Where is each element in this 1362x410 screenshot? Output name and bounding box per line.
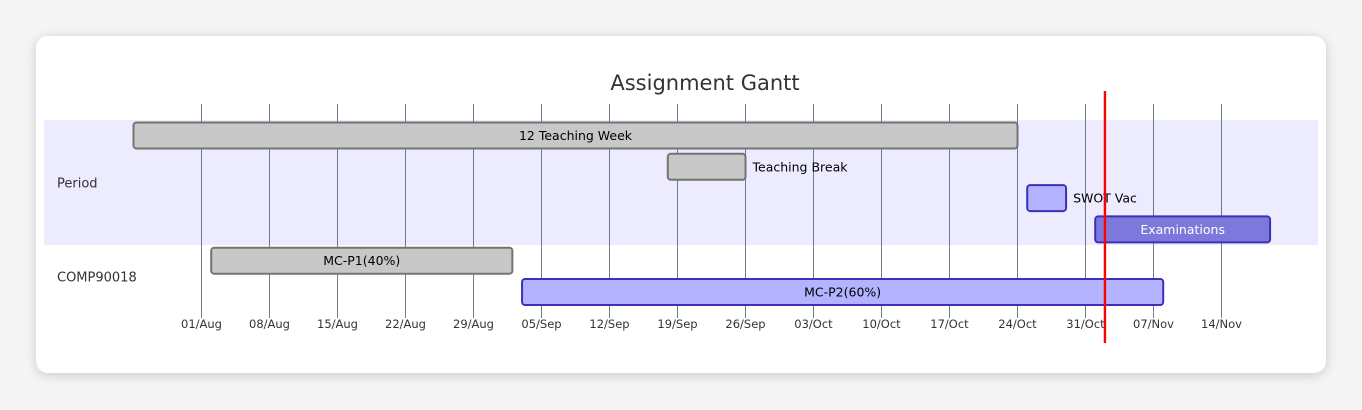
tick-label: 19/Sep [657,317,697,331]
task-label: Teaching Break [752,159,849,174]
task-bar[interactable] [1094,215,1272,244]
task-label: MC-P2(60%) [804,285,881,300]
tick-label: 22/Aug [385,317,426,331]
task-bar[interactable] [666,152,747,181]
tick-label: 07/Nov [1133,317,1174,331]
tick-label: 14/Nov [1201,317,1242,331]
gantt-chart: 01/Aug 08/Aug 15/Aug 22/Aug 29/Aug 05/Sep 12/S… [44,71,1318,343]
task-bar[interactable] [1026,184,1068,213]
task-label: 12 Teaching Week [519,128,633,143]
tick-label: 15/Aug [317,317,358,331]
tick-label: 05/Sep [521,317,561,331]
tick-label: 17/Oct [930,317,969,331]
tick-label: 24/Oct [998,317,1037,331]
chart-title: Assignment Gantt [610,71,799,95]
tick-label: 12/Sep [589,317,629,331]
tick-label: 08/Aug [249,317,290,331]
tick-label: 31/Oct [1066,317,1105,331]
chart-card: 01/Aug 08/Aug 15/Aug 22/Aug 29/Aug 05/Sep 12/S… [36,36,1326,373]
task-bar[interactable] [210,246,514,275]
task-bar[interactable] [521,278,1165,306]
section-label-1: COMP90018 [57,271,137,286]
section-label-0: Period [57,177,98,192]
task-label: Examinations [1140,222,1225,237]
tick-label: 29/Aug [453,317,494,331]
tick-label: 03/Oct [794,317,833,331]
tick-label: 10/Oct [862,317,901,331]
tick-label: 26/Sep [725,317,765,331]
tick-label: 01/Aug [181,317,222,331]
task-label: MC-P1(40%) [323,253,400,268]
task-bar[interactable] [132,121,1019,150]
